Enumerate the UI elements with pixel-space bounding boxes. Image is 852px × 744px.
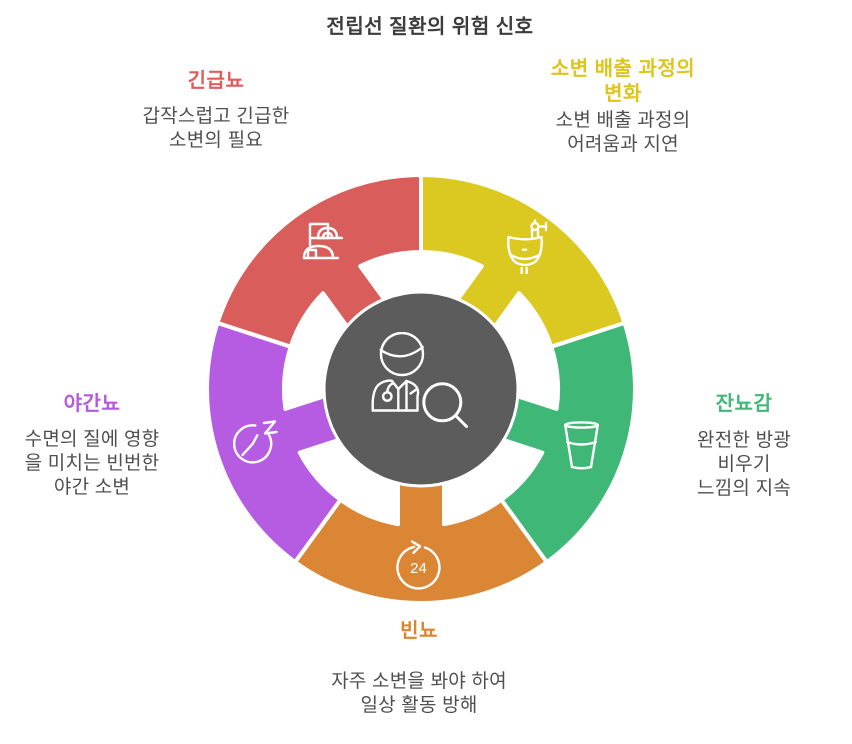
section-urgency-label: 긴급뇨 — [187, 70, 245, 92]
urinal-icon — [507, 219, 548, 274]
section-nocturia-desc: 수면의 질에 영향 을 미치는 빈번한 야간 소변 — [24, 429, 160, 498]
restroom-urgency-icon — [302, 222, 344, 260]
24-hours-icon: 24 — [396, 540, 441, 590]
page-title: 전립선 질환의 위험 신호 — [326, 16, 534, 38]
section-frequency-desc: 자주 소변을 봐야 하여 일상 활동 방해 — [331, 671, 507, 716]
section-frequency-label: 빈뇨 — [400, 620, 438, 642]
segment-urgency — [215, 173, 423, 349]
water-glass-icon — [564, 421, 599, 470]
doctor-magnifier-icon — [371, 332, 468, 428]
section-residual-feeling: 잔뇨감 완전한 방광 비우기 느낌의 지속 — [690, 392, 798, 501]
segment-frequency — [293, 476, 549, 605]
section-flow-change-label: 소변 배출 과정의 변화 — [550, 58, 696, 105]
section-flow-change: 소변 배출 과정의 변화 소변 배출 과정의 어려움과 지연 — [551, 57, 695, 157]
section-nocturia-label: 야간뇨 — [63, 393, 121, 415]
section-frequency: 빈뇨 자주 소변을 봐야 하여 일상 활동 방해 — [331, 619, 507, 718]
segment-nocturia — [205, 320, 346, 565]
section-urgency-desc: 갑작스럽고 긴급한 소변의 필요 — [142, 106, 290, 151]
night-clock-icon — [232, 420, 278, 464]
section-residual-feeling-label: 잔뇨감 — [715, 393, 773, 415]
hours-label: 24 — [410, 560, 427, 577]
segment-flow-change — [419, 173, 627, 349]
section-nocturia: 야간뇨 수면의 질에 영향 을 미치는 빈번한 야간 소변 — [25, 392, 160, 500]
section-residual-feeling-desc: 완전한 방광 비우기 느낌의 지속 — [697, 430, 791, 499]
section-flow-change-desc: 소변 배출 과정의 어려움과 지연 — [555, 110, 691, 155]
center-circle — [322, 290, 520, 488]
section-urgency: 긴급뇨 갑작스럽고 긴급한 소변의 필요 — [143, 69, 290, 153]
